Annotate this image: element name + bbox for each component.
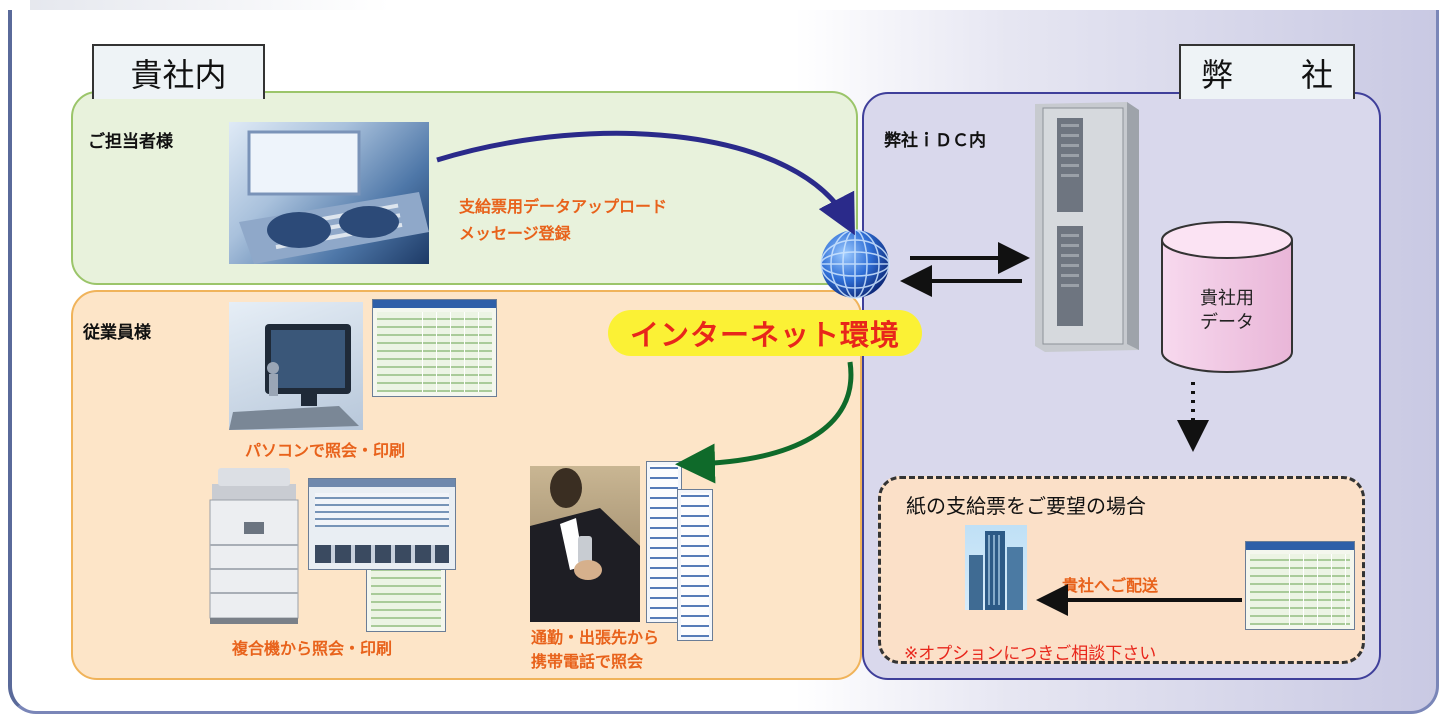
delivery-label: 貴社へご配送 — [1062, 576, 1159, 595]
employees-label: 従業員様 — [83, 323, 151, 343]
header-strip — [30, 0, 390, 12]
mfp-caption: 複合機から照会・印刷 — [232, 639, 393, 658]
mobile-access-arrow — [675, 361, 854, 484]
mobile-caption-line2: 携帯電話で照会 — [531, 652, 644, 671]
internet-label: インターネット環境 — [608, 310, 922, 356]
mfp-panel-screen — [308, 478, 456, 570]
zone-office — [71, 91, 858, 285]
idc-label: 弊社ｉＤＣ内 — [884, 131, 986, 151]
database-cylinder — [1161, 221, 1293, 373]
mobile-screen-2 — [677, 489, 713, 641]
office-staff-label: ご担当者様 — [88, 132, 173, 152]
upload-label-line2: メッセージ登録 — [459, 224, 571, 243]
tab-client-side: 貴社内 — [92, 44, 265, 99]
globe-icon — [820, 229, 890, 299]
paper-payslip-image — [1245, 541, 1355, 630]
upload-arrow — [436, 130, 855, 236]
mfp-printer-image — [204, 466, 304, 626]
database-label-line1: 貴社用 — [1200, 288, 1254, 309]
database-label: 貴社用 データ — [1163, 287, 1291, 335]
office-building-photo — [965, 525, 1027, 610]
pc-user-photo — [229, 302, 363, 430]
pc-caption: パソコンで照会・印刷 — [245, 441, 406, 460]
mobile-caption-line1: 通勤・出張先から — [531, 628, 660, 647]
mobile-user-photo — [530, 466, 640, 622]
office-worker-photo — [229, 122, 429, 264]
tab-vendor-side: 弊 社 — [1179, 44, 1355, 99]
upload-label-line1: 支給票用データアップロード — [459, 197, 668, 216]
server-rack-image — [1035, 102, 1139, 352]
paper-option-title: 紙の支給票をご要望の場合 — [906, 494, 1146, 518]
option-note: ※オプションにつきご相談下さい — [904, 644, 1157, 664]
pc-payslip-screen — [372, 299, 497, 397]
database-label-line2: データ — [1200, 312, 1254, 333]
